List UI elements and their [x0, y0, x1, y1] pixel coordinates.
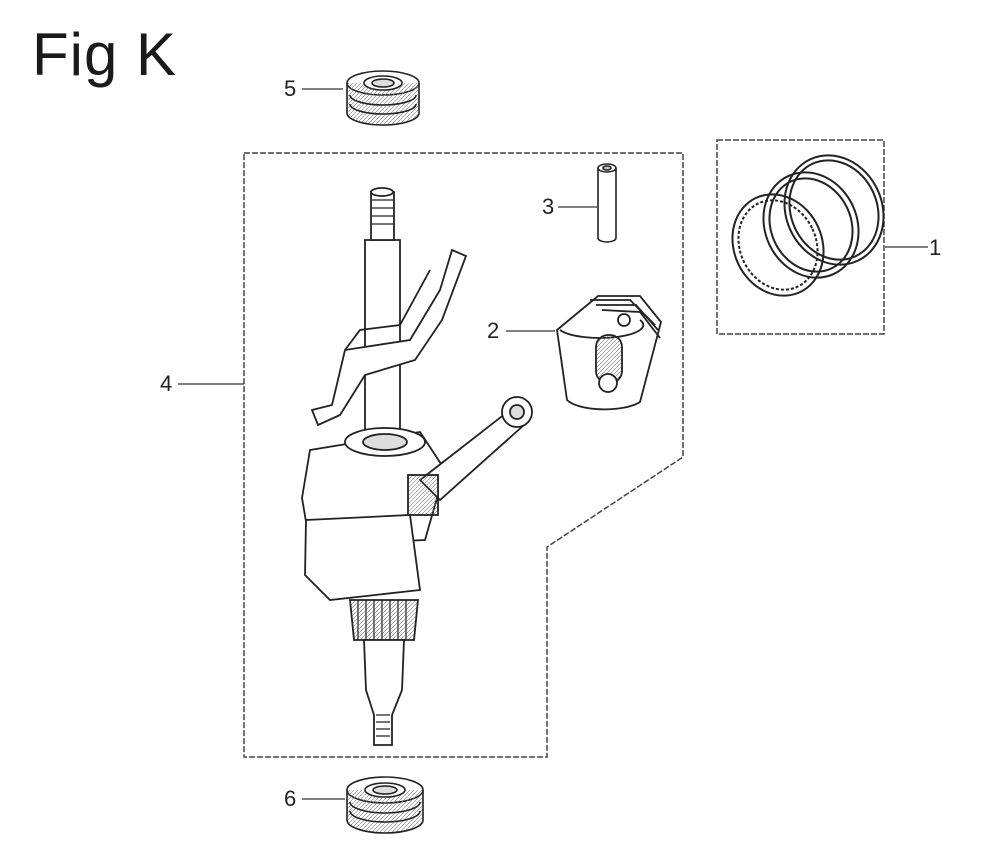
- oil-seal-top: [346, 70, 420, 126]
- callout-5: 5: [284, 76, 297, 101]
- figure-title: Fig K: [32, 21, 178, 88]
- leader-lines: [178, 88, 928, 800]
- callout-4: 4: [160, 371, 173, 396]
- callout-3: 3: [542, 194, 555, 219]
- callout-2: 2: [487, 318, 500, 343]
- piston-ring-group-frame: [716, 139, 885, 335]
- callout-6: 6: [284, 786, 297, 811]
- piston-pin: [597, 163, 617, 243]
- callout-1: 1: [929, 235, 942, 260]
- crankshaft-group-frame: [243, 152, 684, 758]
- crankshaft: [301, 187, 533, 746]
- piston: [556, 295, 662, 411]
- piston-rings: [731, 154, 885, 297]
- oil-seal-bottom: [346, 776, 424, 834]
